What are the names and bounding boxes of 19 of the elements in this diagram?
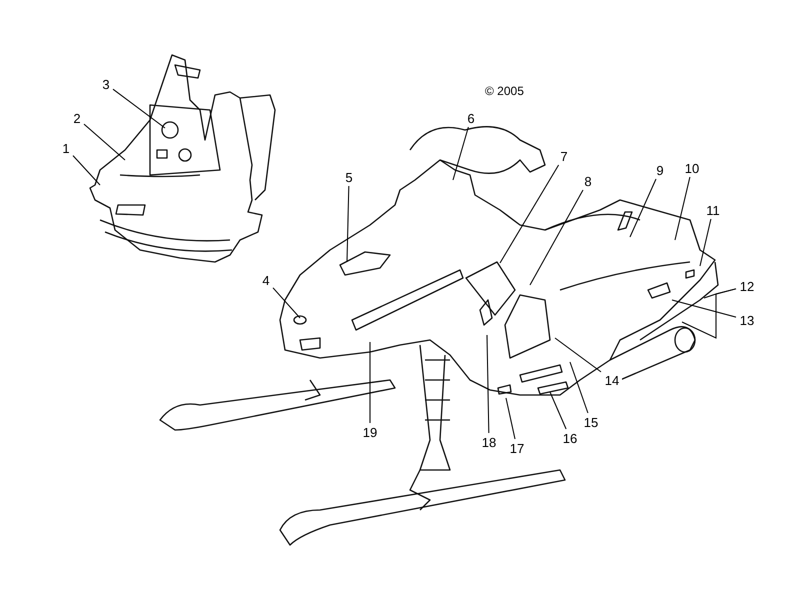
leader-line [500, 164, 560, 264]
leader-line [530, 190, 584, 286]
leader-line [452, 126, 469, 180]
leader-line [346, 186, 350, 262]
leader-line [84, 124, 126, 160]
leader-line [630, 178, 656, 238]
leader-line [550, 392, 567, 430]
copyright-note: © 2005 [485, 83, 524, 100]
leader-line [112, 88, 166, 128]
leader-line [700, 218, 712, 266]
leader-line [704, 288, 736, 298]
leader-line [272, 287, 300, 318]
leader-line [486, 334, 490, 434]
leader-line [674, 176, 690, 240]
leader-line [570, 362, 588, 414]
leader-line [554, 338, 602, 372]
leader-line [72, 155, 100, 186]
leader-line [506, 398, 516, 440]
leader-line [672, 300, 736, 318]
